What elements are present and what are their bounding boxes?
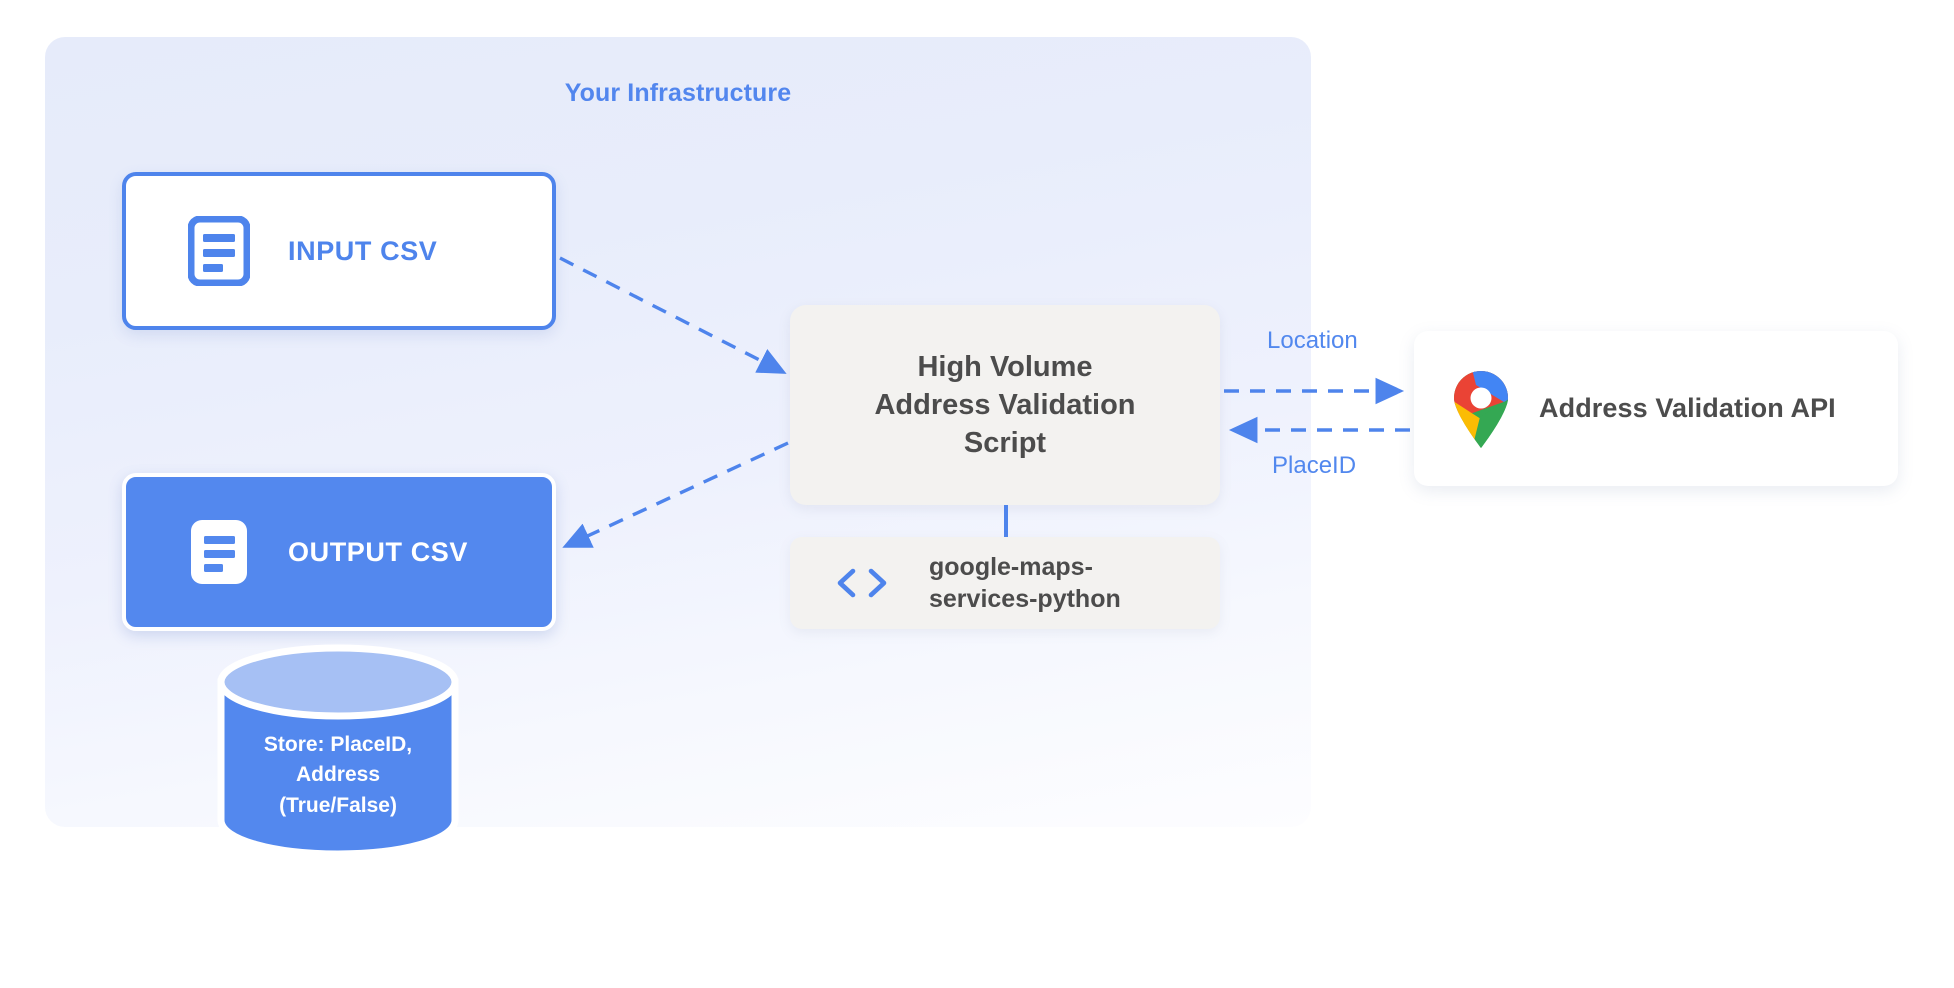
node-database[interactable]: Store: PlaceID, Address (True/False) <box>215 640 461 862</box>
script-line-2: Address Validation <box>874 388 1136 421</box>
document-icon <box>188 517 250 587</box>
output-csv-label: OUTPUT CSV <box>288 536 469 567</box>
connector-script-to-library <box>1004 505 1008 538</box>
database-line-3: (True/False) <box>279 793 397 817</box>
script-text: High Volume Address Validation Script <box>874 348 1135 463</box>
node-client-library[interactable]: google-maps- services-python <box>790 537 1220 629</box>
database-line-1: Store: PlaceID, <box>263 733 413 756</box>
edge-label-placeid: PlaceID <box>1272 452 1357 479</box>
library-line-1: google-maps- <box>929 553 1093 581</box>
script-line-3: Script <box>963 427 1047 460</box>
database-cylinder-icon <box>217 644 459 858</box>
node-validation-script[interactable]: High Volume Address Validation Script <box>790 305 1220 505</box>
database-line-2: Address <box>295 763 381 787</box>
infrastructure-title: Your Infrastructure <box>564 79 792 107</box>
library-text: google-maps- services-python <box>929 551 1121 615</box>
code-brackets-icon <box>833 566 891 600</box>
api-label: Address Validation API <box>1539 393 1836 423</box>
database-text: Store: PlaceID, Address (True/False) <box>215 730 461 821</box>
script-line-1: High Volume <box>917 350 1093 383</box>
node-input-csv[interactable]: INPUT CSV <box>122 172 556 330</box>
edge-label-location: Location <box>1267 327 1358 354</box>
node-output-csv[interactable]: OUTPUT CSV <box>122 473 556 631</box>
library-line-2: services-python <box>929 585 1121 613</box>
node-address-validation-api[interactable]: Address Validation API <box>1414 331 1898 486</box>
google-maps-pin-icon <box>1450 369 1512 449</box>
input-csv-label: INPUT CSV <box>288 235 438 266</box>
document-icon <box>187 215 251 287</box>
